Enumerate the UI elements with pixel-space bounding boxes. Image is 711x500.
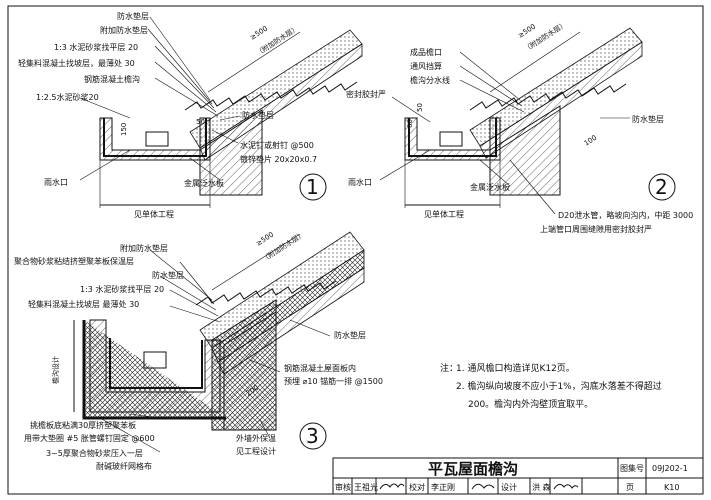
d2-dim-100: 100 [583, 134, 599, 148]
wall-1 [199, 109, 263, 196]
note-1: 1. 通风檐口构造详见K12页。 [456, 362, 575, 374]
checker-signature [471, 483, 495, 490]
d2-label-drain-pipe: D20泄水管，略坡向沟内，中距 3000 [558, 210, 693, 220]
d1-dim-500: ≥500 [249, 24, 269, 41]
page-number: K10 [664, 483, 679, 492]
rain-outlet-3 [143, 351, 167, 369]
d2-dim-50: 50 [416, 103, 424, 112]
d2-label-gutter-divider: 檐沟分水线 [410, 75, 450, 85]
rain-outlet-1 [145, 131, 169, 147]
d1-label-lightweight-concrete: 轻集料混凝土找坡层，最薄处 30 [18, 58, 135, 68]
roof-tiles-3 [195, 280, 337, 306]
d1-label-zinc-pad: 镀锌垫片 20x20x0.7 [240, 154, 317, 164]
design-label: 设计 [501, 482, 517, 492]
note-2b: 200。檐沟内外沟壁顶宜取平。 [468, 398, 593, 410]
d3-label-see-project: 见工程设计 [236, 446, 276, 456]
d3-label-polymer-mortar: 聚合物砂浆粘结挤塑聚苯板保温层 [14, 256, 134, 266]
note-2a: 2. 檐沟纵向坡度不应小于1%，沟底水落差不得超过 [456, 380, 662, 392]
check-label: 校对 [409, 482, 425, 492]
detail-number-2-circle [648, 173, 676, 201]
d3-label-insulation-2: 用带大垫圈 #5 胀管螺钉固定 @600 [24, 433, 155, 443]
d2-label-vent-strip: 通风挡算 [410, 61, 442, 71]
d1-label-add-waterproof: 附加防水垫层 [100, 25, 148, 35]
d2-label-rain-outlet: 雨水口 [348, 177, 372, 187]
d1-dim-150: 150 [120, 123, 128, 136]
gutter-1 [99, 117, 211, 161]
rain-outlet-2 [439, 131, 463, 147]
review-label: 审核 [335, 482, 351, 492]
d3-label-rc-slab-2: 预埋 ⌀10 锚筋一排 @1500 [284, 376, 383, 386]
d3-label-add-waterproof: 附加防水垫层 [120, 243, 168, 253]
detail-number-1: 1 [306, 175, 319, 199]
atlas-number: 09J202-1 [652, 464, 688, 473]
checker-name: 李正刚 [431, 482, 455, 492]
d1-dim-50: 50 [196, 118, 205, 126]
gutter-lining-2 [408, 118, 497, 157]
title-block [332, 457, 704, 495]
d3-label-mortar-layer-1: 3~5厚聚合物砂浆压入一层 [46, 448, 143, 458]
roof-tiles-2 [469, 83, 627, 111]
d1-label-nail: 水泥钉或射钉 @500 [240, 140, 314, 150]
d2-label-see-project: 见单体工程 [424, 209, 464, 219]
reviewer-signature [379, 483, 405, 490]
designer-signature [553, 483, 579, 490]
d2-label-finished-eave: 成品檐口 [410, 47, 442, 57]
detail-2 [379, 27, 643, 215]
d1-label-waterproof: 防水垫层 [117, 11, 149, 21]
d3-label-gutter-design: 檐沟设计 [51, 356, 60, 384]
detail-number-3-circle [299, 422, 327, 450]
gutter-lining-3 [109, 338, 203, 389]
d3-label-rc-slab-1: 钢筋混凝土屋面板内 [284, 363, 356, 373]
d2-label-waterproof: 防水垫层 [632, 114, 664, 124]
d2-label-metal-flashing: 金属泛水板 [470, 182, 510, 192]
d1-label-cement-mortar: 1:3 水泥砂浆找平层 20 [54, 42, 138, 52]
wall-2 [489, 105, 561, 196]
d1-label-metal-flashing: 金属泛水板 [184, 178, 224, 188]
d2-dim-500: ≥500 [517, 22, 537, 39]
d3-label-lightweight-concrete: 轻集料混凝土找坡层 最薄处 30 [28, 299, 139, 309]
d3-label-waterproof-lower: 防水垫层 [334, 330, 366, 340]
detail-number-1-circle [299, 173, 327, 201]
detail-number-3: 3 [306, 424, 319, 448]
d2-dim-60: 60 [406, 119, 414, 128]
page-label: 页 [626, 483, 634, 492]
d1-label-see-project: 见单体工程 [134, 209, 174, 219]
d3-label-ext-insulation: 外墙外保温 [236, 433, 276, 443]
roof-tiles-1 [184, 81, 358, 111]
d3-dim-500: ≥500 [255, 230, 275, 247]
d3-label-waterproof: 防水垫层 [152, 270, 184, 280]
d3-label-mortar-layer-2: 耐碱玻纤网格布 [96, 461, 152, 471]
atlas-label: 图集号 [620, 463, 644, 473]
detail-3 [73, 231, 365, 453]
d2-label-drain-note: 上端管口周围缝隙用密封胶封严 [540, 224, 652, 234]
wall-3 [223, 311, 277, 431]
sheet-title: 平瓦屋面檐沟 [428, 460, 518, 478]
detail-1 [79, 16, 363, 208]
d1-label-waterproof-lower: 防水垫层 [242, 110, 274, 120]
d1-label-rc-eave: 钢筋混凝土檐沟 [84, 74, 140, 84]
designer-name: 洪 森 [532, 482, 551, 492]
d1-label-mortar-25: 1:2.5水泥砂浆20 [36, 92, 99, 102]
d2-label-sealant: 密封胶封严 [346, 89, 386, 99]
detail-number-2: 2 [655, 175, 668, 199]
notes-head: 注： [440, 362, 458, 374]
reviewer-name: 王祖光 [354, 482, 378, 492]
d3-label-cement-mortar: 1:3 水泥砂浆找平层 20 [80, 284, 164, 294]
d1-label-rain-outlet: 雨水口 [44, 177, 68, 187]
gutter-lining-1 [103, 118, 207, 157]
gutter-insulation-3 [82, 320, 226, 420]
d3-label-insulation-1: 挑檐板底粘满30厚挤塑聚苯板 [30, 420, 136, 430]
